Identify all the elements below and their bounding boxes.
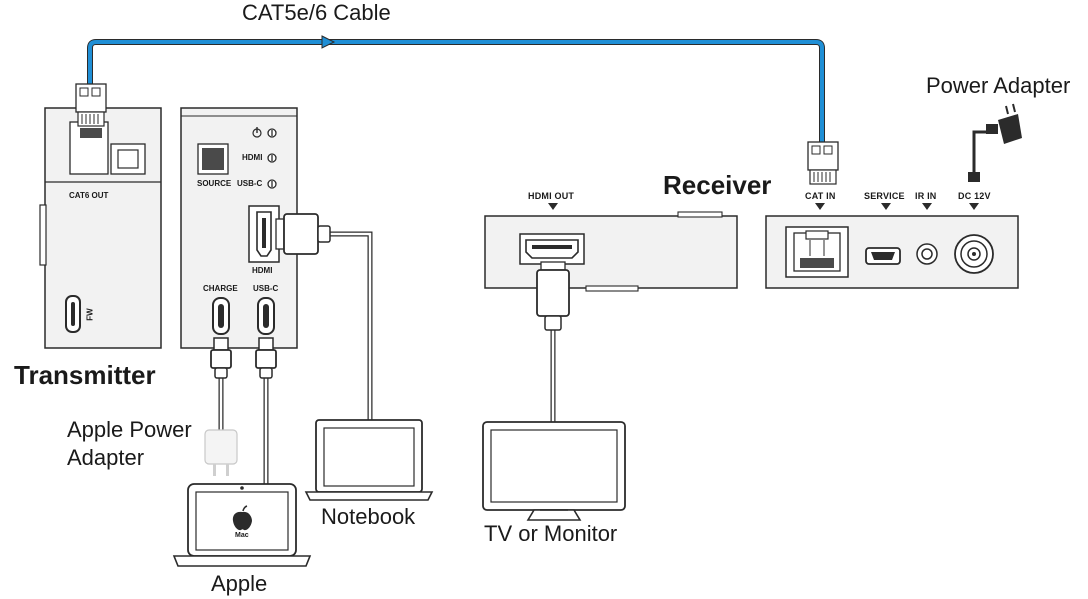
- dc-12v-label: DC 12V: [958, 191, 991, 201]
- tv-monitor-icon: [482, 421, 626, 521]
- arrow-down-icon: [548, 203, 558, 210]
- transmitter-right-body: [180, 107, 298, 349]
- apple-power-adapter-label-line2: Adapter: [67, 445, 145, 470]
- power-adapter-label: Power Adapter: [926, 73, 1071, 98]
- arrow-down-icon: [881, 203, 891, 210]
- usbc-led-label: USB-C: [237, 179, 263, 188]
- port-arrows: [548, 203, 979, 210]
- arrow-down-icon: [922, 203, 932, 210]
- hdmi-label: HDMI: [252, 266, 273, 275]
- cat6-out-label: CAT6 OUT: [69, 191, 109, 200]
- charge-cable: [210, 337, 232, 432]
- transmitter-title: Transmitter: [14, 360, 156, 390]
- charge-label: CHARGE: [203, 284, 238, 293]
- receiver-front-body: [484, 211, 738, 292]
- usbc-label: USB-C: [253, 284, 279, 293]
- apple-laptop-icon: [172, 483, 312, 567]
- arrow-down-icon: [969, 203, 979, 210]
- usbc-cable: [255, 337, 277, 484]
- apple-power-adapter-icon: [204, 429, 238, 476]
- service-label: SERVICE: [864, 191, 905, 201]
- transmitter-left-body: [39, 107, 162, 349]
- apple-logo-icon: [232, 511, 252, 531]
- source-label: SOURCE: [197, 179, 232, 188]
- power-adapter-icon: [968, 103, 1022, 182]
- fw-label: FW: [85, 308, 95, 321]
- receiver-rj45-plug-icon: [807, 141, 839, 185]
- receiver-rear-body: [765, 215, 1019, 289]
- arrow-down-icon: [815, 203, 825, 210]
- apple-label: Apple: [211, 571, 268, 596]
- hdmi-cable-tv: [536, 261, 570, 422]
- cat-in-label: CAT IN: [805, 191, 836, 201]
- apple-screen-text: Mac: [235, 532, 249, 539]
- notebook-label: Notebook: [321, 504, 416, 529]
- apple-power-adapter-label-line1: Apple Power: [67, 417, 192, 442]
- cable-direction-arrow-icon: [321, 35, 336, 49]
- ir-in-label: IR IN: [915, 191, 937, 201]
- hdmi-led-label: HDMI: [242, 153, 263, 162]
- hdmi-out-label: HDMI OUT: [528, 191, 575, 201]
- notebook-icon: [304, 419, 434, 501]
- hdmi-cable-notebook: [275, 213, 373, 420]
- tv-monitor-label: TV or Monitor: [484, 521, 618, 546]
- cable-label: CAT5e/6 Cable: [242, 0, 391, 25]
- receiver-title: Receiver: [663, 170, 772, 200]
- transmitter-rj45-plug-icon: [75, 83, 107, 127]
- cat-cable: [87, 35, 825, 142]
